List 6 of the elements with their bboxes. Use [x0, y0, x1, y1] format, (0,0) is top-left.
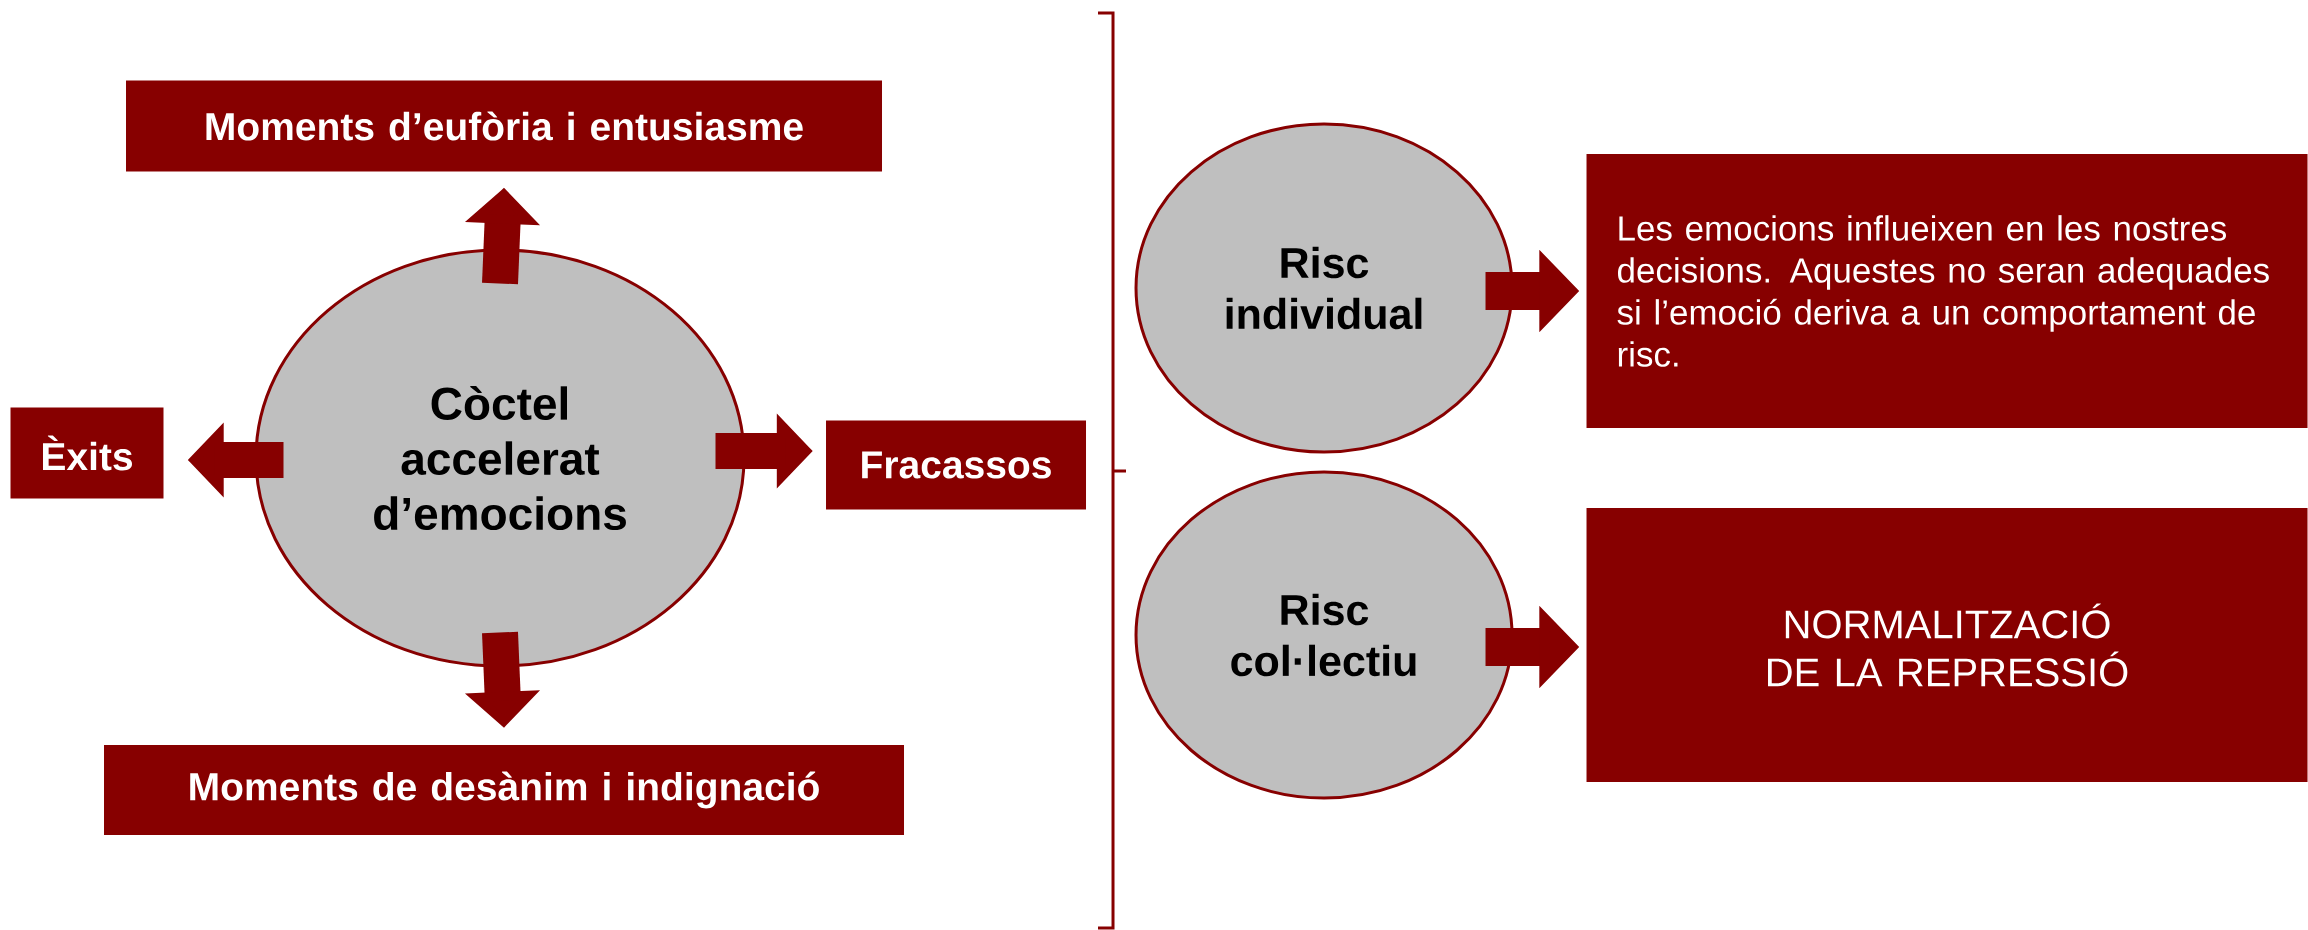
text-box: Les emocions influeixen en les nostres decisions. Aquestes no seran adequades si l’emoció deriva a un comportament de risc. — [1586, 154, 2308, 428]
label-box: Èxits — [10, 407, 164, 499]
label-box: Fracassos — [826, 420, 1086, 510]
label-box: Moments d’eufòria i entusiasme — [126, 80, 882, 172]
text-box: NORMALITZACIÓ DE LA REPRESSIÓ — [1586, 508, 2308, 782]
label-box: Moments de desànim i indignació — [104, 745, 904, 835]
